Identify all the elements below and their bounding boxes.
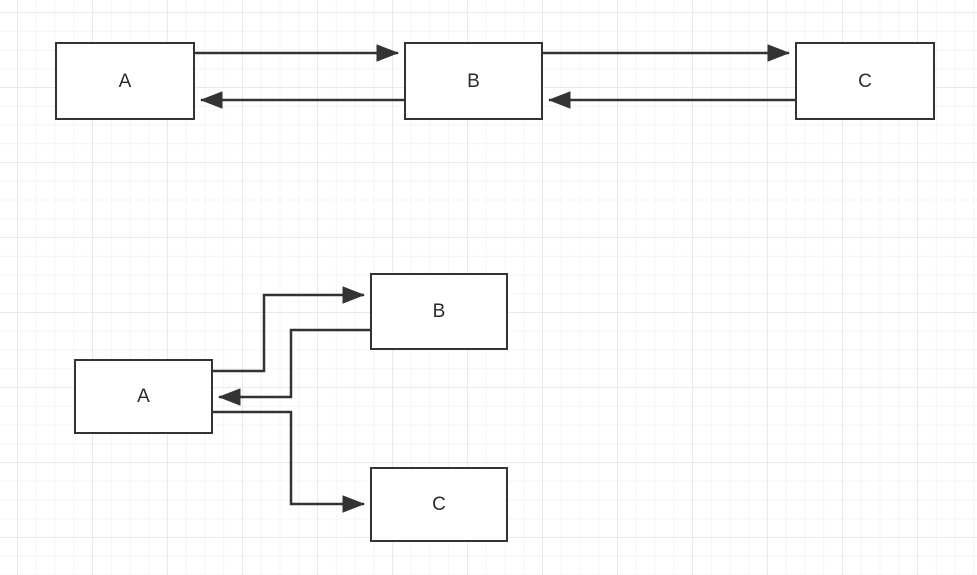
edge-a-to-b[interactable]: [213, 286, 365, 373]
node-top-a[interactable]: A: [55, 42, 195, 120]
node-label: C: [432, 494, 446, 515]
node-top-c[interactable]: C: [795, 42, 935, 120]
node-label: A: [118, 70, 132, 92]
node-label: B: [467, 70, 480, 92]
node-top-b[interactable]: B: [404, 42, 543, 120]
edge-a-to-c[interactable]: [213, 410, 365, 513]
node-label: C: [858, 70, 872, 92]
edge-b-to-a[interactable]: [218, 328, 370, 406]
node-bot-b[interactable]: B: [370, 273, 508, 350]
node-bot-a[interactable]: A: [74, 359, 213, 434]
node-bot-c[interactable]: C: [370, 467, 508, 542]
node-label: B: [432, 301, 446, 322]
node-label: A: [137, 386, 150, 407]
